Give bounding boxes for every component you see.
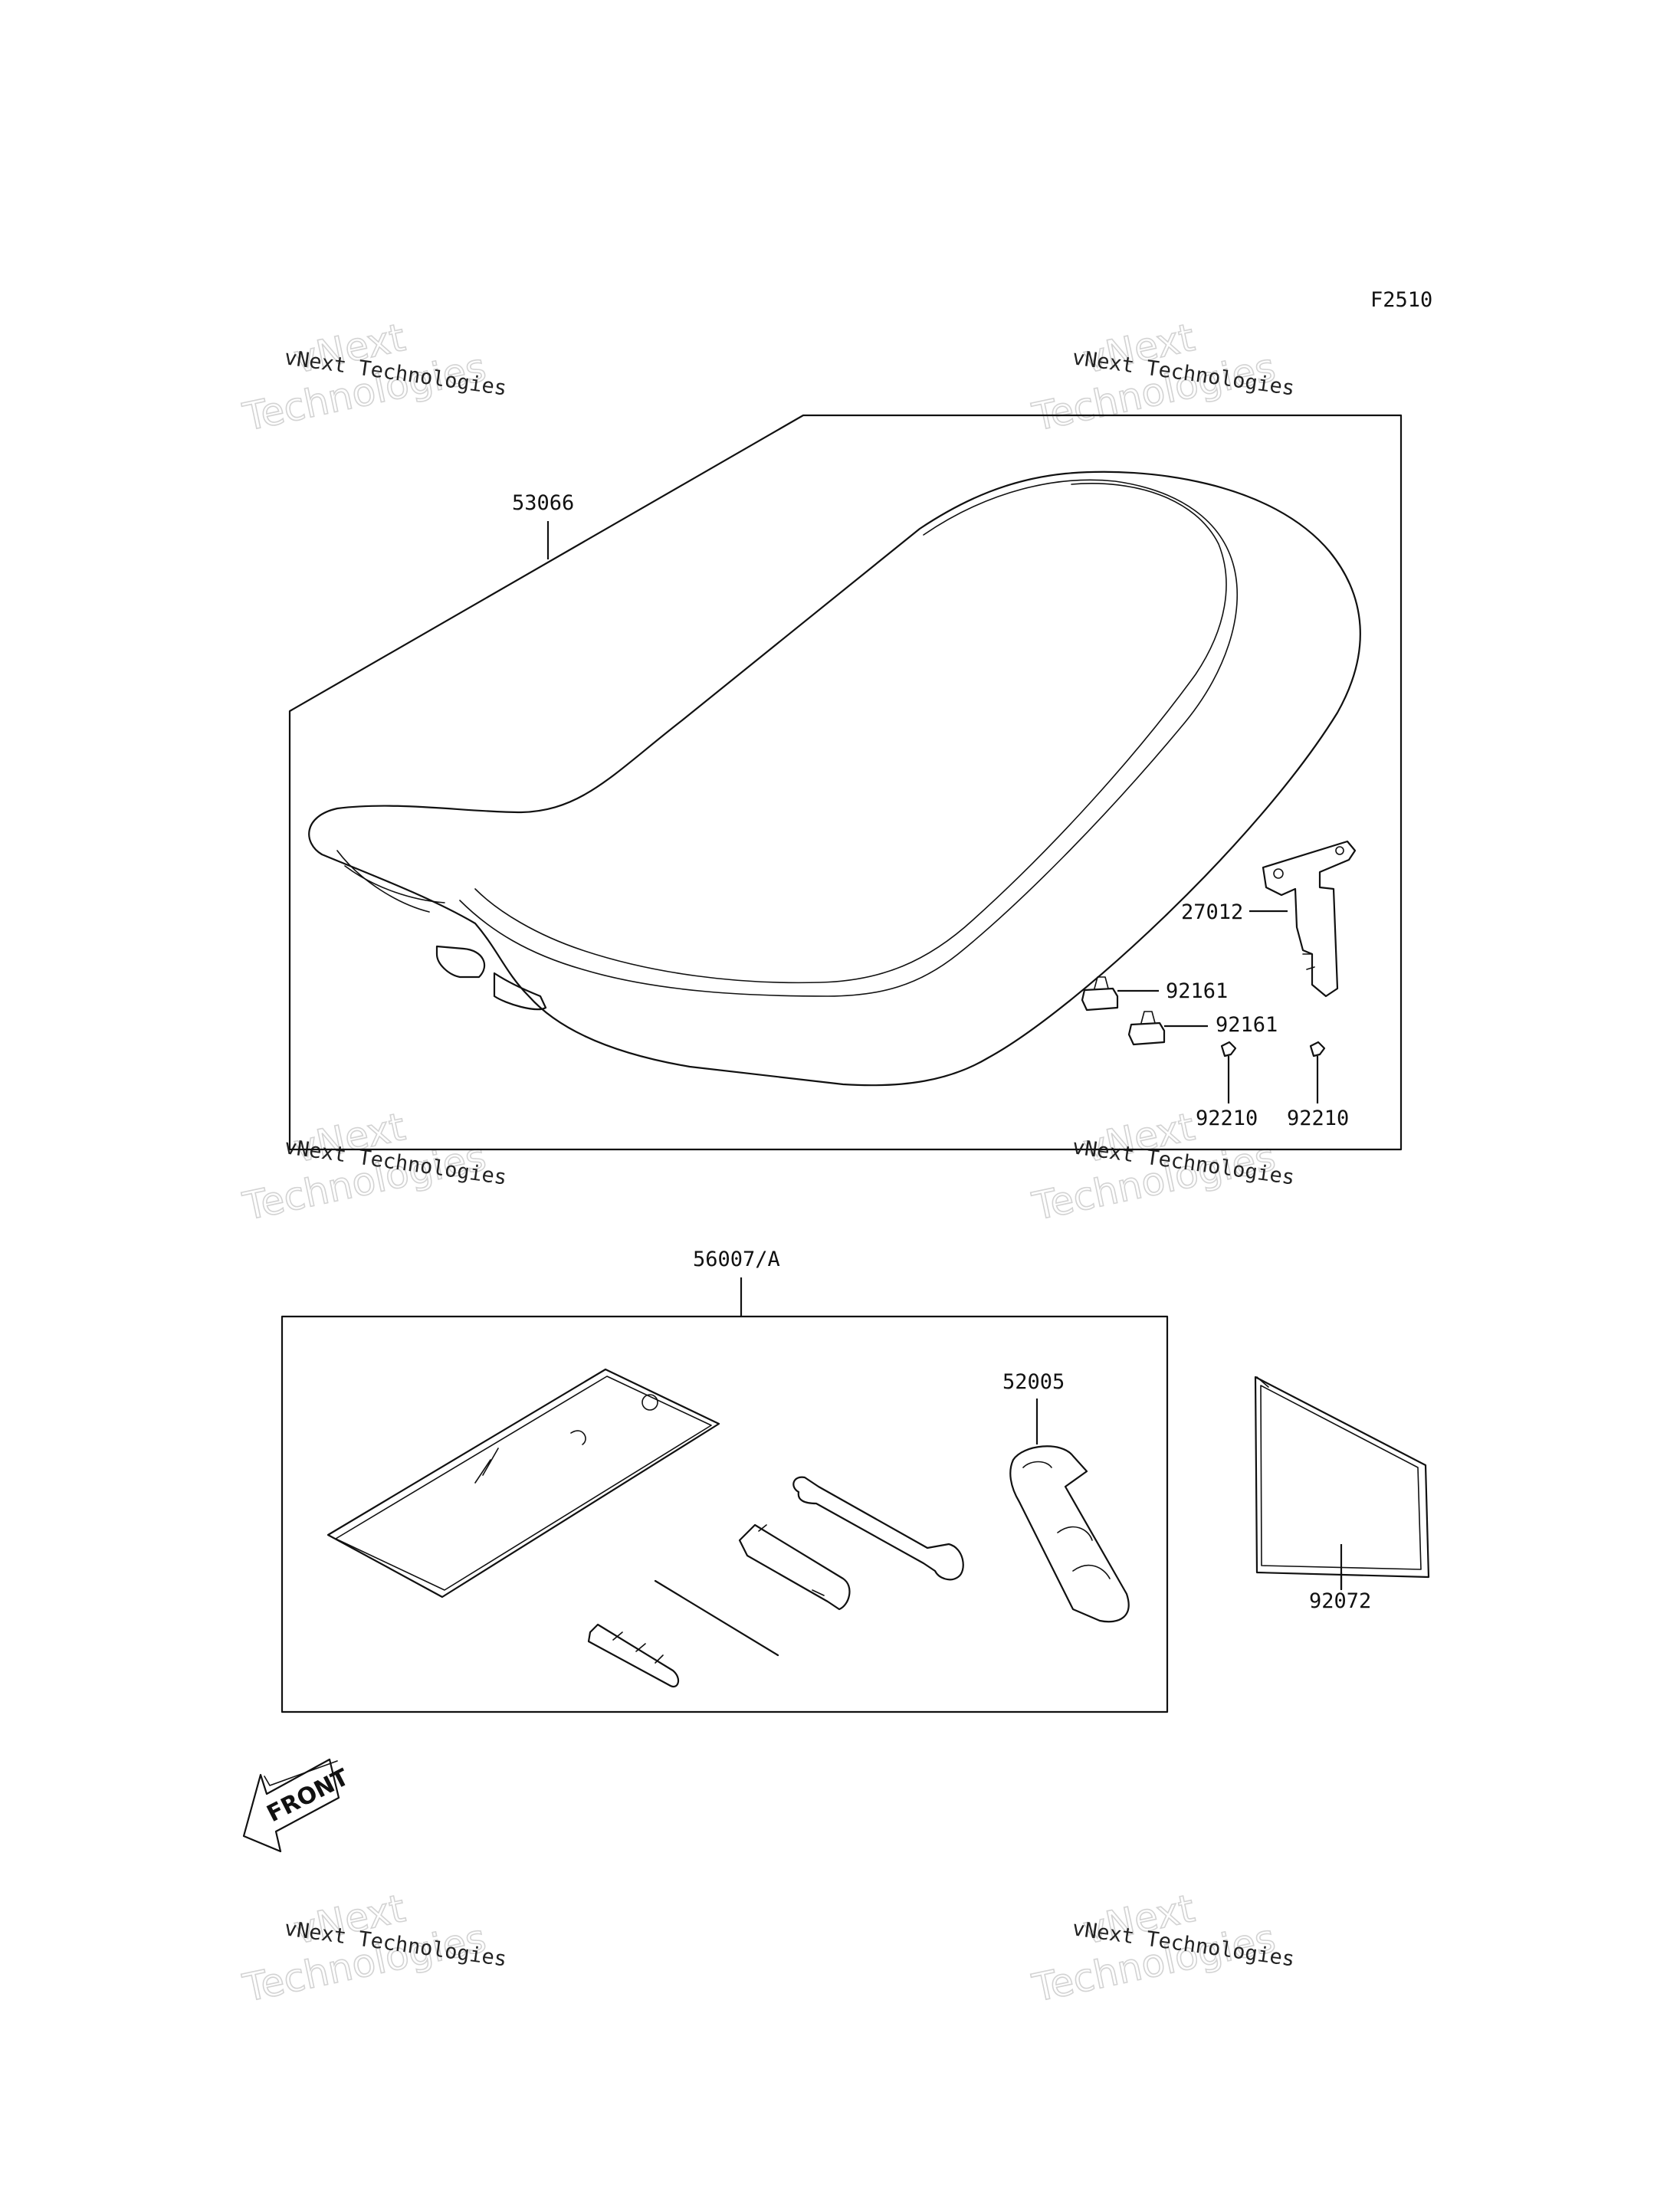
front-arrow-label: FRONT — [263, 1764, 354, 1828]
bracket-27012 — [1262, 840, 1357, 998]
clip-92210-b — [1309, 1041, 1326, 1058]
spark-plug-wrench — [1009, 1445, 1130, 1623]
label-27012: 27012 — [1181, 900, 1243, 924]
watermark-top-left: vNext Technologies vNext Technologies — [238, 314, 508, 440]
label-56007-a: 56007/A — [693, 1248, 780, 1271]
screwdriver-grip — [587, 1623, 680, 1688]
watermark-bottom-left: vNext Technologies vNext Technologies — [238, 1885, 508, 2011]
watermark-bottom-right: vNext Technologies vNext Technologies — [1028, 1885, 1296, 2011]
box-wrench — [738, 1523, 851, 1611]
label-92210-a: 92210 — [1196, 1107, 1258, 1130]
seat-group-frame — [288, 414, 1403, 1151]
label-92072: 92072 — [1309, 1589, 1371, 1613]
wrench — [792, 1476, 964, 1581]
clip-92210-a — [1220, 1041, 1237, 1058]
label-53066: 53066 — [512, 491, 574, 515]
cushion-92161-b — [1127, 1011, 1166, 1046]
label-92210-b: 92210 — [1287, 1107, 1349, 1130]
label-52005: 52005 — [1002, 1370, 1065, 1394]
label-92161-b: 92161 — [1216, 1013, 1278, 1037]
screwdriver-shaft — [654, 1579, 779, 1657]
label-92161-a: 92161 — [1166, 979, 1228, 1003]
owners-manual — [1254, 1376, 1430, 1579]
watermark-top-right: vNext Technologies vNext Technologies — [1028, 314, 1296, 440]
watermark-mid-left: vNext Technologies vNext Technologies — [238, 1103, 508, 1229]
front-arrow-icon: FRONT — [242, 1758, 354, 1853]
cushion-92161-a — [1081, 976, 1119, 1012]
tool-pouch — [326, 1368, 720, 1599]
seat-drawing — [308, 471, 1361, 1087]
tool-kit-frame — [281, 1315, 1169, 1713]
diagram-code: F2510 — [1370, 288, 1432, 312]
